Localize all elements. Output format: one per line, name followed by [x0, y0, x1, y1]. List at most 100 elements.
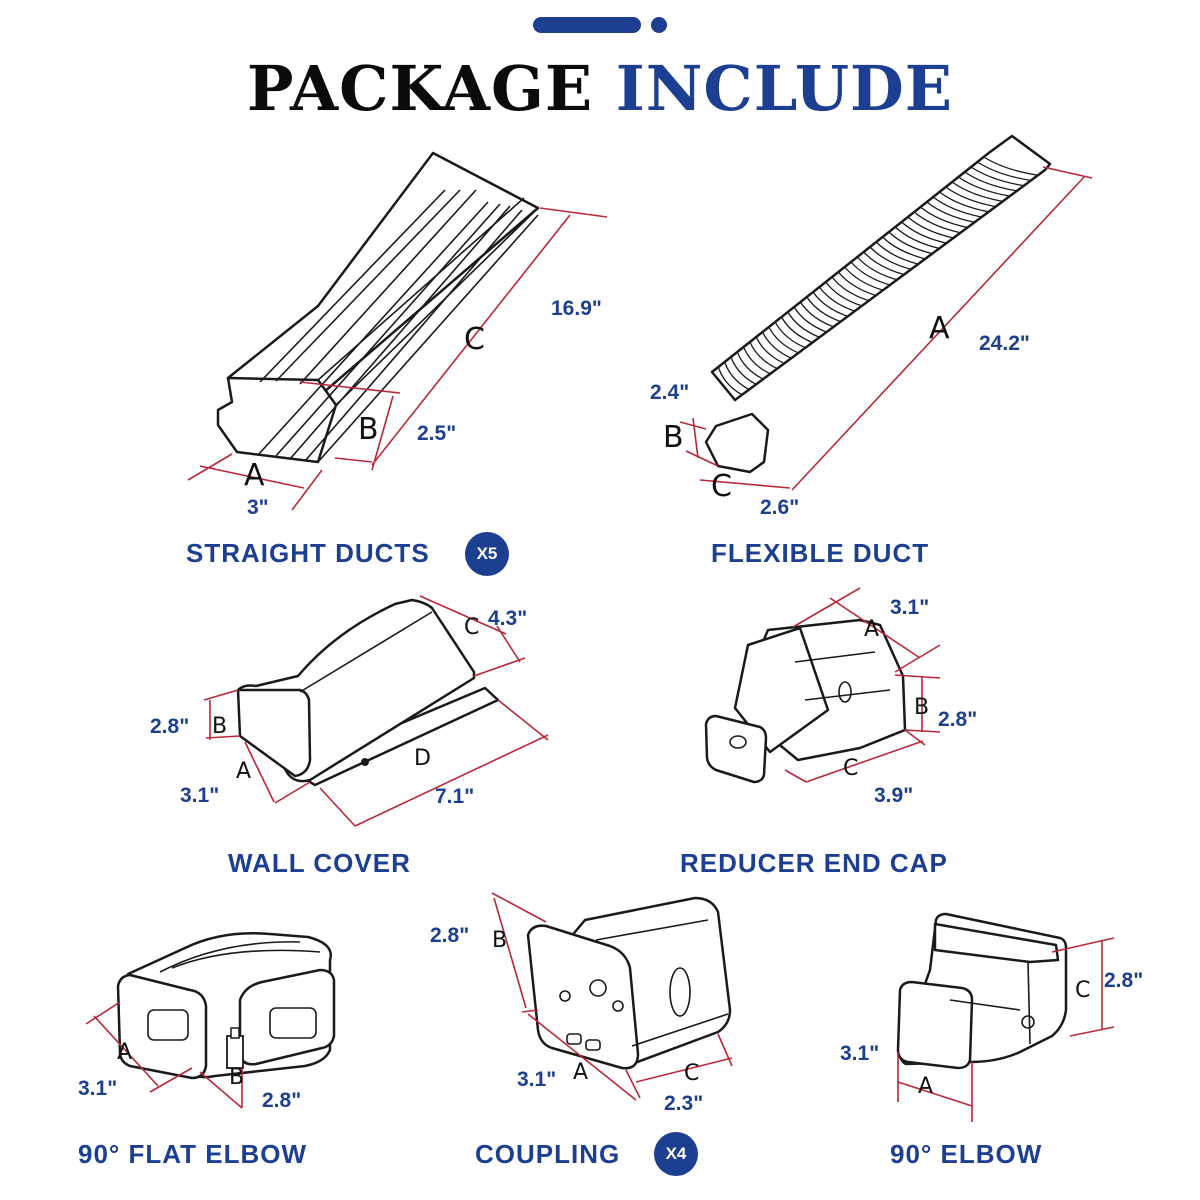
title-part-2: INCLUDE [615, 52, 954, 125]
flexible-duct-rib [958, 176, 1010, 197]
flexible-duct-rib [970, 166, 1024, 187]
flexible-duct-letter-b: B [663, 420, 684, 455]
flexible-duct-rib [951, 181, 1003, 203]
flexible-duct-rib [939, 191, 989, 213]
wall-cover-dim-a: 3.1" [180, 784, 220, 807]
flat-elbow-illustration [85, 932, 336, 1109]
straight-ducts-label: STRAIGHT DUCTS [186, 538, 430, 568]
flexible-duct-rib [907, 216, 954, 239]
reducer-dim-b: 2.8" [938, 708, 978, 731]
header-decor-dot [651, 17, 667, 33]
reducer-dim-c: 3.9" [874, 784, 914, 807]
wall-cover-letter-c: C [464, 615, 480, 640]
elbow-letter-a: A [918, 1074, 934, 1099]
flexible-duct-rib [869, 246, 912, 270]
flat-elbow-dim-a: 3.1" [78, 1077, 118, 1100]
flat-elbow-letter-b: B [229, 1065, 245, 1090]
flexible-duct-dim-a: 24.2" [979, 332, 1030, 355]
flexible-duct-rib [863, 251, 905, 276]
flexible-duct-rib [730, 356, 757, 385]
flexible-duct-rib [780, 316, 813, 344]
wall-cover-letter-d: D [414, 746, 431, 771]
flexible-duct-rib [894, 226, 940, 250]
flexible-duct-illustration [679, 134, 1093, 491]
flexible-duct-rib [825, 281, 863, 307]
flexible-duct-rib [844, 266, 884, 291]
wall-cover-dim-d: 7.1" [435, 785, 475, 808]
title-part-1: PACKAGE [246, 52, 594, 125]
coupling-dim-b: 2.8" [430, 924, 470, 947]
reducer-letter-c: C [843, 756, 859, 781]
straight-duct-dim-a: 3" [247, 496, 269, 519]
flexible-duct-rib [736, 351, 764, 380]
wall-cover-illustration [203, 595, 549, 827]
flexible-duct-rib [724, 361, 750, 391]
flexible-duct-rib [926, 201, 975, 223]
elbow-dim-c: 2.8" [1104, 969, 1144, 992]
flexible-duct-rib [787, 311, 820, 338]
flexible-duct-rib [920, 206, 968, 229]
flexible-duct-rib [945, 186, 996, 208]
flat-elbow-dim-b: 2.8" [262, 1089, 302, 1112]
flexible-duct-rib [882, 236, 926, 260]
flexible-duct-rib [742, 346, 771, 375]
straight-duct-dim-b: 2.5" [417, 422, 457, 445]
coupling-dim-c: 2.3" [664, 1092, 704, 1115]
elbow-illustration [896, 912, 1115, 1122]
coupling-letter-a: A [573, 1060, 589, 1085]
flexible-duct-rib [983, 156, 1039, 176]
flexible-duct-rib [977, 161, 1032, 182]
coupling-letter-b: B [492, 928, 508, 953]
flexible-duct-rib [806, 296, 841, 323]
flexible-duct-rib [837, 271, 877, 297]
flexible-duct-rib [831, 276, 870, 302]
coupling-letter-c: C [684, 1061, 700, 1086]
flexible-duct-rib [774, 321, 806, 349]
flexible-duct-dim-b: 2.4" [650, 381, 690, 404]
flexible-duct-rib [749, 341, 778, 370]
flexible-duct-label: FLEXIBLE DUCT [711, 538, 930, 568]
straight-duct-letter-a: A [244, 458, 265, 493]
reducer-end-cap-illustration [704, 587, 941, 784]
flexible-duct-rib [875, 241, 919, 265]
straight-ducts-quantity-badge: X5 [465, 532, 509, 576]
flexible-duct-rib [793, 306, 827, 333]
wall-cover-label: WALL COVER [228, 848, 411, 878]
straight-duct-dim-c: 16.9" [551, 297, 602, 320]
flexible-duct-rib [799, 301, 834, 328]
elbow-dim-a: 3.1" [840, 1042, 880, 1065]
flexible-duct-rib [812, 291, 848, 317]
coupling-quantity-badge: X4 [654, 1132, 698, 1176]
flexible-duct-letter-c: C [711, 469, 732, 504]
flexible-duct-rib [964, 171, 1017, 192]
wall-cover-dim-b: 2.8" [150, 715, 190, 738]
flexible-duct-rib [755, 336, 785, 364]
flexible-duct-rib [888, 231, 933, 255]
reducer-end-cap-label: REDUCER END CAP [680, 848, 948, 878]
reducer-letter-a: A [864, 617, 880, 642]
straight-duct-illustration [187, 151, 608, 511]
flexible-duct-rib [932, 196, 982, 218]
wall-cover-letter-a: A [236, 759, 252, 784]
flexible-duct-dim-c: 2.6" [760, 496, 800, 519]
flexible-duct-rib [901, 221, 947, 244]
flexible-duct-rib [913, 211, 961, 234]
flexible-duct-rib [850, 261, 891, 286]
flat-elbow-letter-a: A [117, 1040, 133, 1065]
flexible-duct-rib [717, 366, 743, 396]
coupling-dim-a: 3.1" [517, 1068, 557, 1091]
elbow-letter-c: C [1075, 978, 1091, 1003]
flexible-duct-rib [856, 256, 898, 281]
flexible-duct-rib [818, 286, 855, 312]
reducer-letter-b: B [914, 695, 930, 720]
straight-duct-letter-b: B [358, 412, 379, 447]
flexible-duct-rib [768, 326, 799, 354]
coupling-label: COUPLING [475, 1139, 621, 1169]
coupling-illustration [491, 892, 733, 1101]
elbow-label: 90° ELBOW [890, 1139, 1043, 1169]
flexible-duct-letter-a: A [929, 311, 950, 346]
straight-duct-letter-c: C [464, 322, 485, 357]
flexible-duct-rib [761, 331, 792, 359]
wall-cover-dim-c: 4.3" [488, 607, 528, 630]
